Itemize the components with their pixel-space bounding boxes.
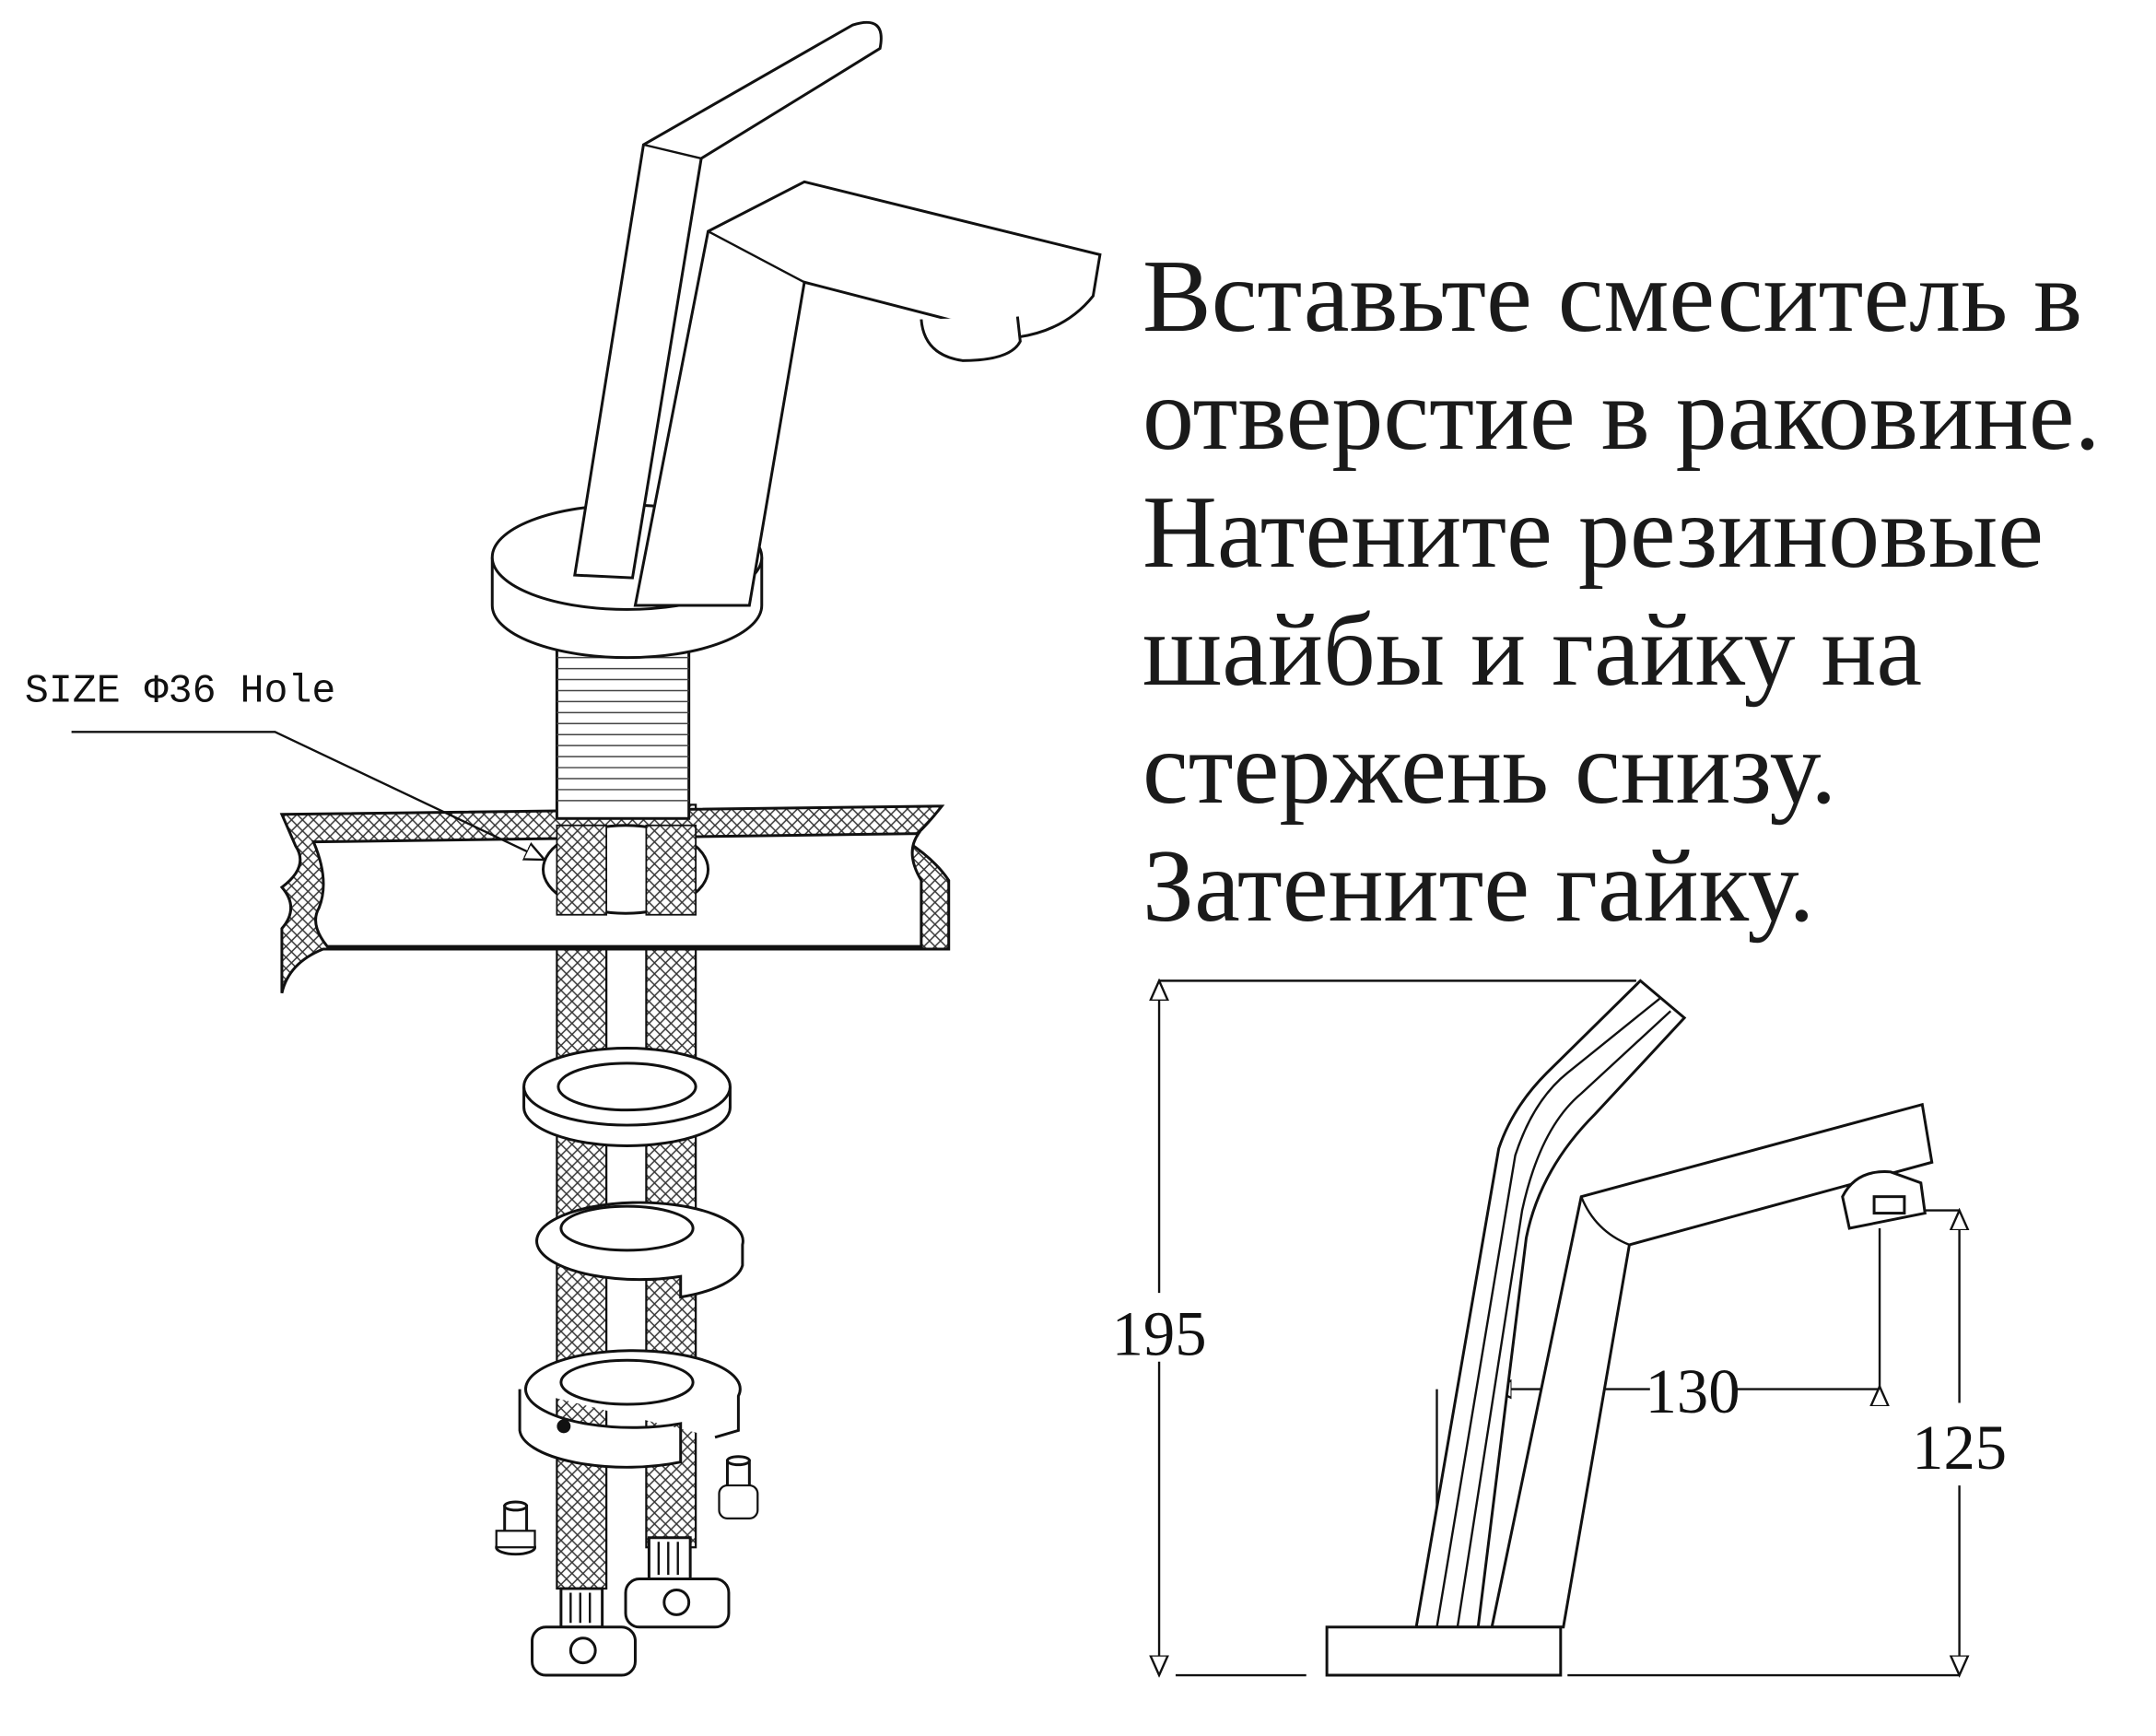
spout-height-dimension-label: 125 <box>1912 1413 2007 1483</box>
hole-callout-leader <box>71 731 545 860</box>
dimension-drawing: 195 130 125 <box>1112 980 2007 1675</box>
hole-size-label: SIZE Φ36 Hole <box>25 668 336 713</box>
instruction-line: Натените резиновые <box>1142 475 2044 590</box>
instruction-line: шайбы и гайку на <box>1142 593 1923 708</box>
instruction-line: Затените гайку. <box>1142 829 1815 944</box>
rubber-washer <box>522 1047 732 1147</box>
instruction-line: стержень снизу. <box>1142 711 1837 826</box>
instruction-line: отверстие в раковине. <box>1142 358 2101 472</box>
c-washer <box>535 1201 744 1299</box>
mounting-nut <box>518 1349 742 1469</box>
spout <box>633 180 1102 607</box>
stud-bolt-left <box>495 1500 537 1556</box>
base-side <box>1325 1625 1563 1677</box>
lever-handle <box>573 20 883 580</box>
height-dimension-label: 195 <box>1112 1298 1207 1368</box>
installation-instructions: Вставьте смеситель в отверстие в раковин… <box>1142 238 2101 945</box>
instruction-line: Вставьте смеситель в <box>1142 240 2083 354</box>
stud-bolt-right <box>718 1455 759 1519</box>
hose-fitting-left <box>531 1587 637 1677</box>
hose-fitting-right <box>624 1536 731 1629</box>
exploded-view: SIZE Φ36 Hole <box>25 20 1102 1677</box>
aerator <box>920 316 1022 362</box>
reach-dimension-label: 130 <box>1646 1356 1740 1426</box>
